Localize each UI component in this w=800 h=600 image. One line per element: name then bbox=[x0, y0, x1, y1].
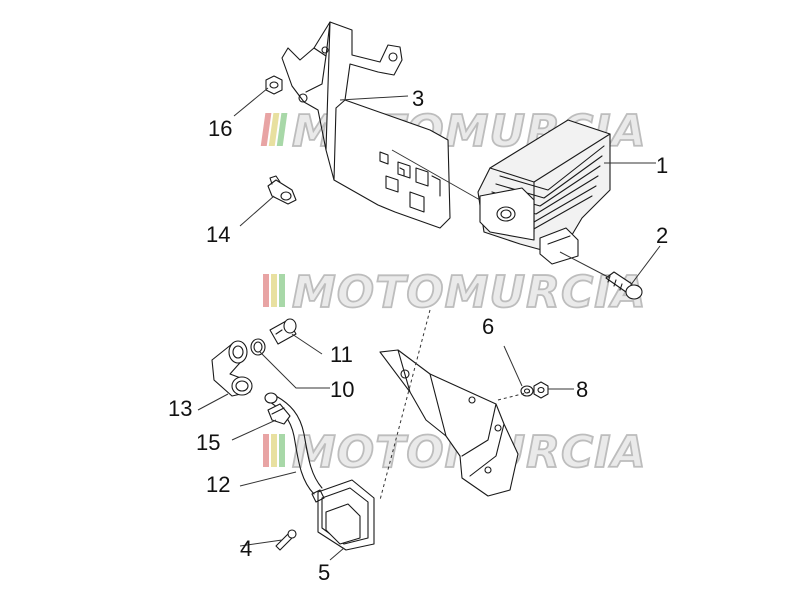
clip-part-14 bbox=[267, 175, 297, 205]
callout-15: 15 bbox=[196, 430, 220, 455]
callout-14: 14 bbox=[206, 222, 230, 247]
connector-part-11 bbox=[269, 318, 297, 345]
callout-6: 6 bbox=[482, 314, 494, 339]
watermark-text: MOTOMURCIA bbox=[292, 267, 647, 318]
watermark-middle: MOTOMURCIA MOTOMURCIA bbox=[263, 266, 647, 319]
callout-10: 10 bbox=[330, 377, 354, 402]
hose-clamp-part-15 bbox=[267, 403, 291, 425]
filter-box-part-5 bbox=[311, 479, 375, 551]
callout-16: 16 bbox=[208, 116, 232, 141]
callout-labels: 1 2 3 4 5 6 8 10 11 12 13 14 15 16 bbox=[168, 86, 668, 585]
bracket-upper-part bbox=[281, 21, 451, 229]
callout-11: 11 bbox=[330, 342, 353, 367]
callout-12: 12 bbox=[206, 472, 230, 497]
screw-part-4 bbox=[275, 529, 297, 551]
bracket-lower-part bbox=[379, 349, 519, 497]
fitting-part-10 bbox=[250, 338, 266, 356]
callout-1: 1 bbox=[656, 153, 668, 178]
leader-lines bbox=[197, 87, 661, 561]
voltage-regulator-part bbox=[477, 119, 611, 265]
washer-part-6 bbox=[520, 385, 534, 397]
callout-8: 8 bbox=[576, 377, 588, 402]
screw-part-2 bbox=[605, 271, 643, 300]
assembly-guide-lines bbox=[379, 149, 611, 501]
elbow-hose-part-13 bbox=[211, 340, 253, 397]
callout-3: 3 bbox=[412, 86, 424, 111]
nut-part-8 bbox=[533, 381, 549, 399]
callout-2: 2 bbox=[656, 223, 668, 248]
callout-4: 4 bbox=[240, 536, 252, 561]
callout-5: 5 bbox=[318, 560, 330, 585]
watermark-text-outline: MOTOMURCIA bbox=[292, 267, 647, 318]
callout-13: 13 bbox=[168, 396, 192, 421]
nut-part-16 bbox=[265, 75, 283, 95]
